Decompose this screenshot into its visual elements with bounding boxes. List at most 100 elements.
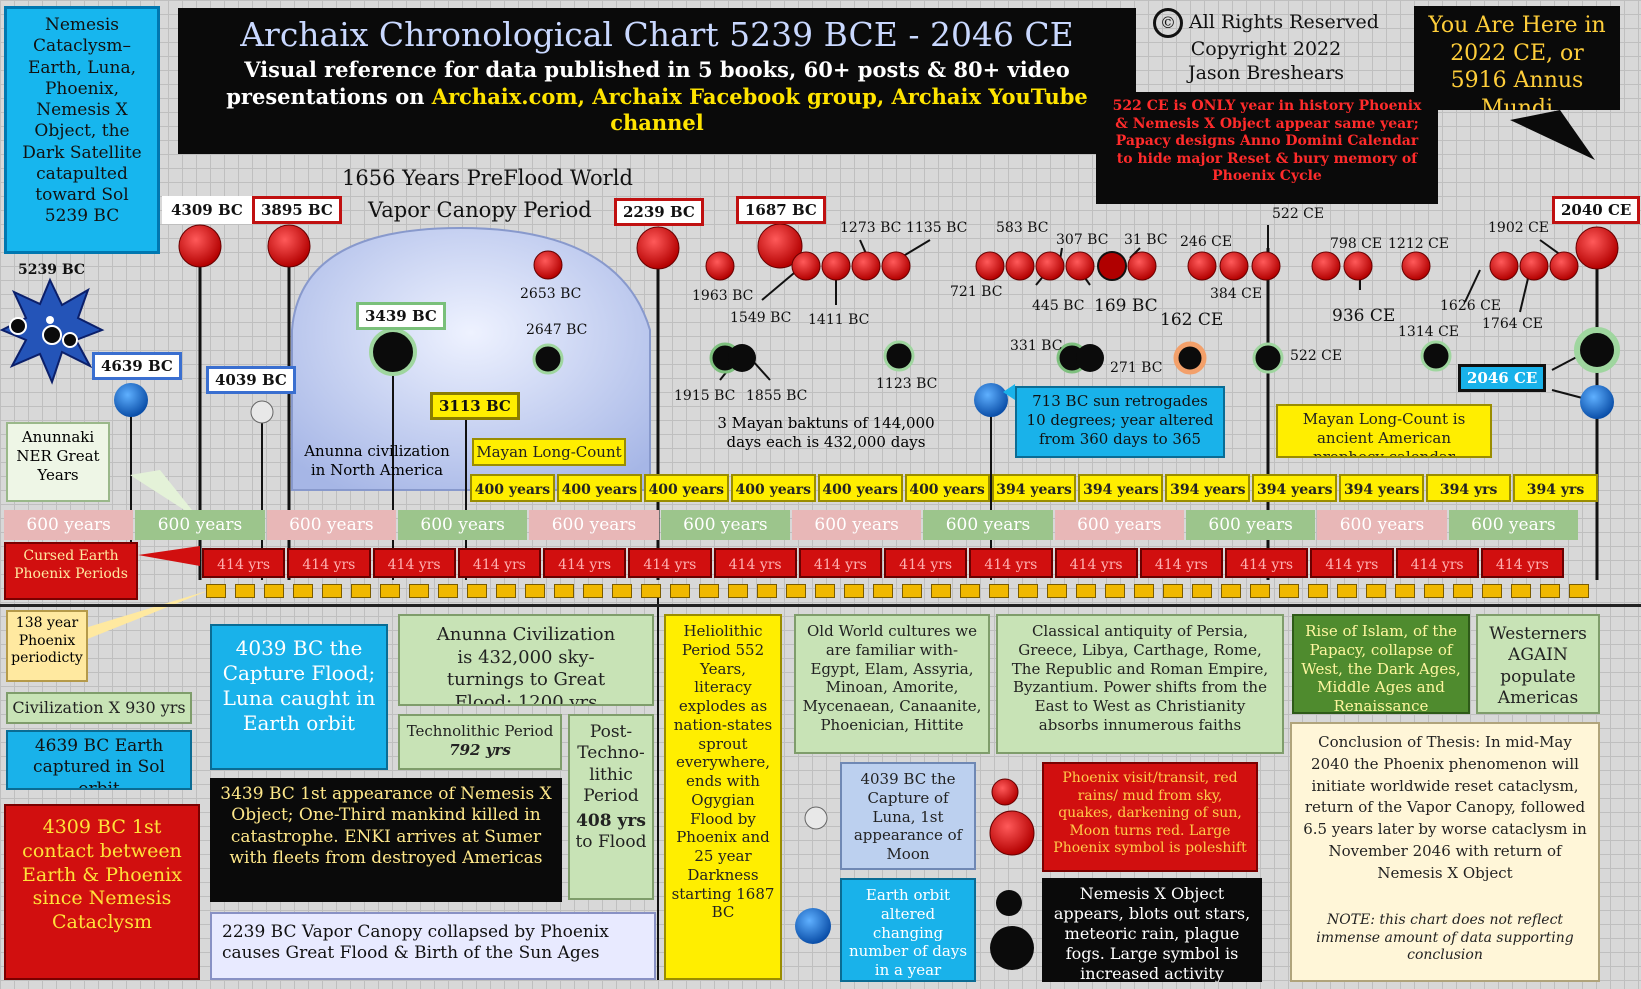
mayan-ancient-note: Mayan Long-Count is ancient American pro…	[1276, 404, 1492, 458]
phoenix-period-9: 414 yrs	[884, 548, 968, 578]
phoenix-period-15: 414 yrs	[1395, 548, 1479, 578]
label-583bc: 583 BC	[996, 220, 1049, 236]
phoenix-cycle-marker	[1569, 584, 1589, 598]
phoenix-cycle-marker	[1279, 584, 1299, 598]
phoenix-cycle-marker	[1221, 584, 1241, 598]
mayan-period-7: 394 years	[991, 474, 1077, 502]
phoenix-cycle-marker	[1540, 584, 1560, 598]
mayan-period-6: 400 years	[904, 474, 990, 502]
phoenix-cycle-marker	[699, 584, 719, 598]
conclusion-text: Conclusion of Thesis: In mid-May 2040 th…	[1303, 733, 1587, 882]
chart-subtitle: Visual reference for data published in 5…	[178, 57, 1136, 136]
chart-title: Archaix Chronological Chart 5239 BCE - 2…	[240, 15, 1074, 54]
phoenix-cycle-marker	[1366, 584, 1386, 598]
westerners-box: Westerners AGAIN populate Americas	[1476, 614, 1600, 714]
phoenix-cycle-marker	[757, 584, 777, 598]
luna-4039-legend: 4039 BC the Capture of Luna, 1st appeara…	[840, 762, 976, 870]
phoenix-period-2: 414 yrs	[287, 548, 371, 578]
label-1963bc: 1963 BC	[692, 288, 754, 304]
phoenix-period-16: 414 yrs	[1480, 548, 1564, 578]
phoenix-nemesis-522-note: 522 CE is ONLY year in history Phoenix &…	[1096, 92, 1438, 204]
phoenix-cycle-marker	[1308, 584, 1328, 598]
mayan-period-1: 400 years	[470, 474, 555, 502]
phoenix-cycle-marker	[1250, 584, 1270, 598]
phoenix-cycle-marker	[902, 584, 922, 598]
label-1273bc: 1273 BC	[840, 220, 902, 236]
phoenix-cycle-marker	[409, 584, 429, 598]
phoenix-cycle-marker	[1424, 584, 1444, 598]
phoenix-cycle-marker	[206, 584, 226, 598]
phoenix-period-6: 414 yrs	[628, 548, 712, 578]
label-1314ce: 1314 CE	[1398, 324, 1460, 340]
technolithic-box: Technolithic Period 792 yrs	[398, 714, 562, 770]
islam-box: Rise of Islam, of the Papacy, collapse o…	[1292, 614, 1470, 714]
copyright-line3: Jason Breshears	[1187, 61, 1345, 84]
phoenix-period-3: 414 yrs	[372, 548, 456, 578]
mayan-period-9: 394 years	[1165, 474, 1251, 502]
label-1135bc: 1135 BC	[906, 220, 968, 236]
phoenix-cycle-marker	[1337, 584, 1357, 598]
phoenix-cycle-marker	[873, 584, 893, 598]
phoenix-cycle-marker	[467, 584, 487, 598]
phoenix-cycle-marker	[1018, 584, 1038, 598]
preflood-dome	[291, 226, 651, 491]
b4039-capture-flood: 4039 BC the Capture Flood; Luna caught i…	[210, 624, 388, 770]
label-1687bc: 1687 BC	[736, 196, 826, 224]
label-522ce: 522 CE	[1290, 348, 1343, 364]
mayan-period-8: 394 years	[1078, 474, 1164, 502]
label-169bc: 169 BC	[1094, 296, 1158, 316]
phoenix-138-note: 138 year Phoenix periodicty	[6, 610, 88, 682]
phoenix-cycle-marker	[815, 584, 835, 598]
copyright-icon: ©	[1153, 8, 1184, 38]
label-331bc: 331 BC	[1010, 338, 1063, 354]
label-307bc: 307 BC	[1056, 232, 1109, 248]
post-technolithic-title: Post-Techno-lithic Period	[577, 722, 645, 806]
phoenix-period-1: 414 yrs	[202, 548, 286, 578]
mayan-longcount-label: Mayan Long-Count	[472, 438, 626, 466]
you-are-here: You Are Here in 2022 CE, or 5916 Annus M…	[1414, 6, 1620, 110]
phoenix-period-7: 414 yrs	[713, 548, 797, 578]
mayan-period-4: 400 years	[730, 474, 816, 502]
phoenix-cycle-marker	[1163, 584, 1183, 598]
phoenix-cycle-marker	[322, 584, 342, 598]
phoenix-cycle-marker	[264, 584, 284, 598]
phoenix-period-5: 414 yrs	[543, 548, 627, 578]
phoenix-cycle-marker	[1482, 584, 1502, 598]
sun-retrograde-note: 713 BC sun retrogades 10 degrees; year a…	[1015, 386, 1225, 458]
ner-period-8: 600 years	[923, 510, 1053, 540]
label-1123bc: 1123 BC	[876, 376, 938, 392]
phoenix-cycle-marker	[931, 584, 951, 598]
ner-period-3: 600 years	[266, 510, 396, 540]
technolithic-years: 792 yrs	[449, 740, 511, 759]
copyright-line1: All Rights Reserved	[1189, 11, 1379, 33]
phoenix-period-11: 414 yrs	[1054, 548, 1138, 578]
post-technolithic-years: 408 yrs	[576, 811, 646, 831]
label-31bc: 31 BC	[1124, 232, 1168, 248]
phoenix-period-14: 414 yrs	[1310, 548, 1394, 578]
phoenix-period-4: 414 yrs	[457, 548, 541, 578]
ner-period-1: 600 years	[4, 510, 134, 540]
phoenix-cycle-marker	[1453, 584, 1473, 598]
label-1549bc: 1549 BC	[730, 310, 792, 326]
phoenix-period-10: 414 yrs	[969, 548, 1053, 578]
mayan-period-12: 394 yrs	[1426, 474, 1512, 502]
phoenix-cycle-marker	[670, 584, 690, 598]
post-technolithic-box: Post-Techno-lithic Period 408 yrs to Flo…	[568, 714, 654, 900]
phoenix-cycle-marker	[1511, 584, 1531, 598]
conclusion-box: Conclusion of Thesis: In mid-May 2040 th…	[1290, 722, 1600, 982]
phoenix-cycle-marker	[786, 584, 806, 598]
mayan-period-10: 394 years	[1252, 474, 1338, 502]
phoenix-cycle-marker	[351, 584, 371, 598]
preflood-title: 1656 Years PreFlood World	[342, 166, 633, 190]
label-3895bc: 3895 BC	[252, 196, 342, 224]
timeline-baseline	[0, 604, 1641, 607]
label-936ce: 936 CE	[1332, 306, 1396, 326]
label-522ce-top: 522 CE	[1272, 206, 1325, 222]
ner-period-11: 600 years	[1317, 510, 1447, 540]
phoenix-period-13: 414 yrs	[1225, 548, 1309, 578]
label-271bc: 271 BC	[1110, 360, 1163, 376]
phoenix-cycle-marker	[641, 584, 661, 598]
ner-period-12: 600 years	[1448, 510, 1578, 540]
ner-period-4: 600 years	[398, 510, 528, 540]
ner-period-6: 600 years	[660, 510, 790, 540]
